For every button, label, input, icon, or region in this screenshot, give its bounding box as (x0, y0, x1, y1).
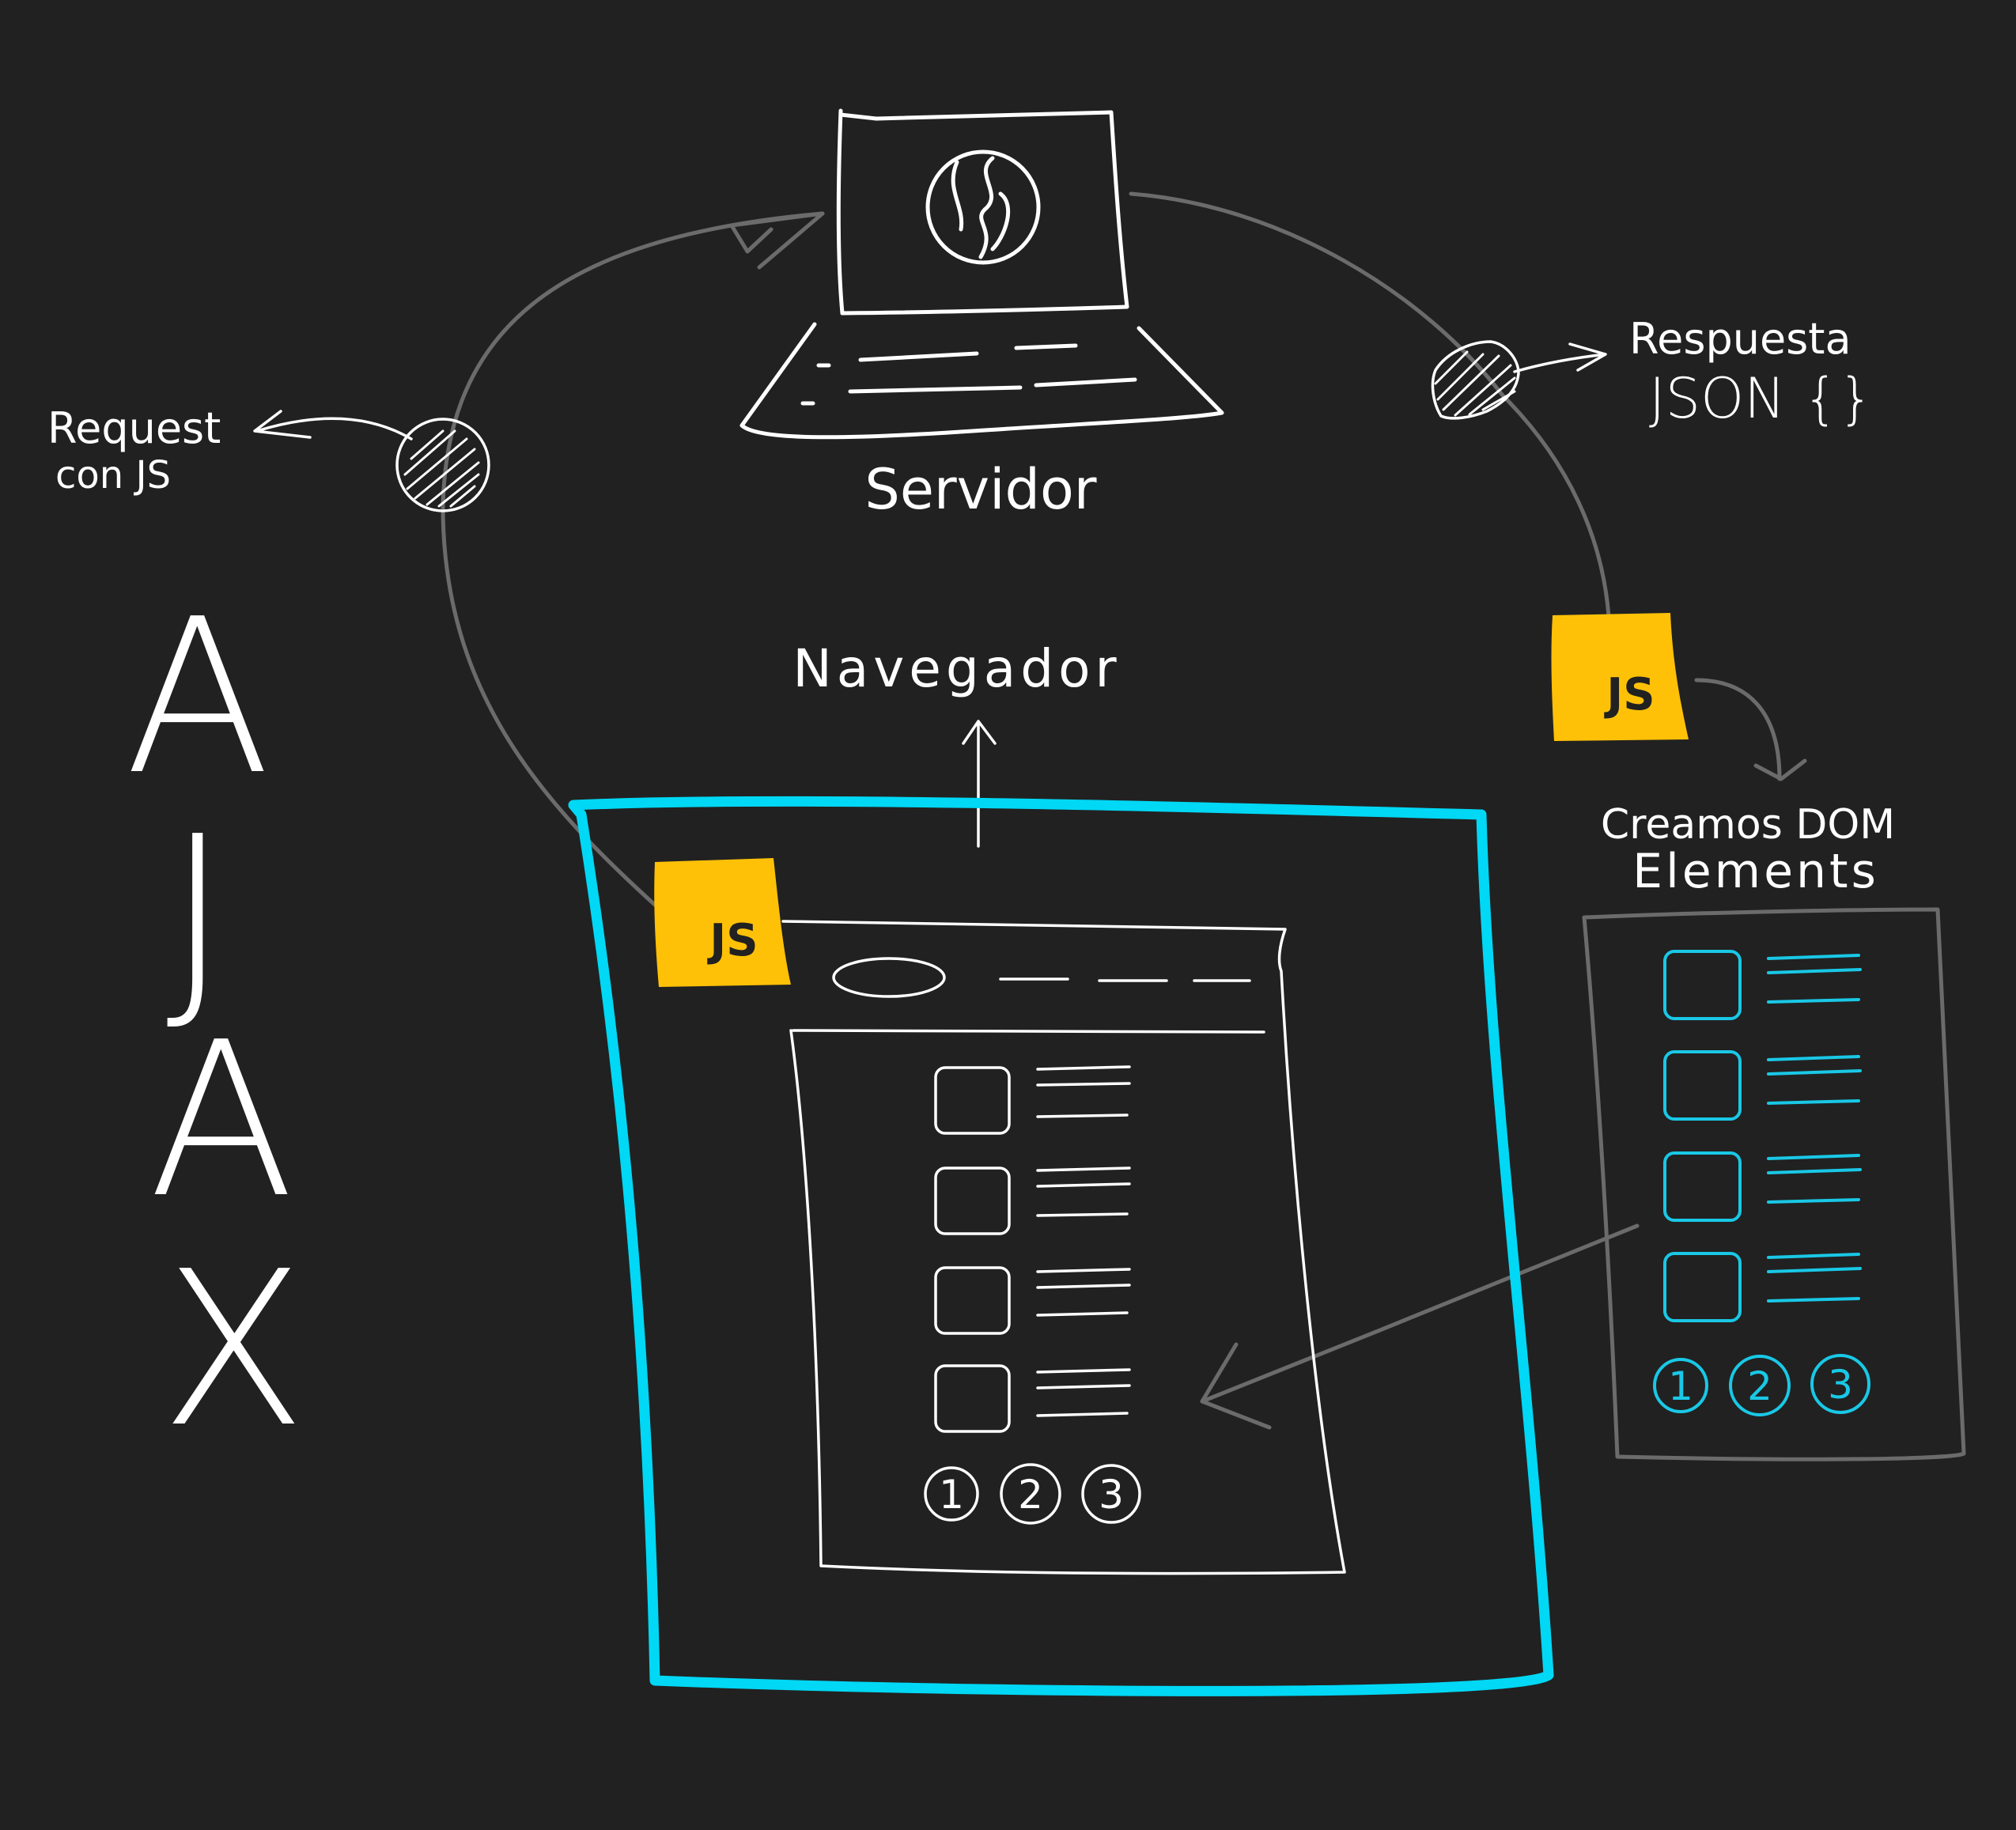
new-item-thumbnail (1663, 1252, 1742, 1322)
new-dom-elements-panel: 1 2 3 (1582, 907, 1966, 1461)
globe-icon (925, 149, 1041, 265)
new-list-item (1663, 950, 1862, 1020)
new-item-thumbnail (1663, 1151, 1742, 1222)
pagination-page-2 (1000, 1463, 1061, 1525)
item-text-lines (1036, 1065, 1131, 1118)
laptop-base (739, 322, 1224, 440)
request-label-line1: Request (47, 403, 221, 453)
new-list-item (1663, 1050, 1862, 1121)
new-item-text-lines (1767, 1253, 1862, 1303)
request-connector (441, 211, 825, 916)
response-marker (1431, 340, 1520, 420)
title-letter-x: X (161, 1225, 307, 1474)
server-laptop: Servidor (739, 108, 1224, 522)
laptop-keys (800, 343, 1137, 406)
item-text-lines (1036, 1368, 1131, 1417)
pagination-page-3 (1081, 1464, 1141, 1524)
page-nav-links (999, 977, 1251, 982)
new-item-text-lines (1767, 1055, 1862, 1105)
laptop-screen-top (838, 112, 879, 121)
response-label-line1: Respuesta (1629, 314, 1851, 364)
page-pagination: 1 2 3 (924, 1463, 1141, 1525)
browser-frame (568, 796, 1554, 1696)
request-arrowhead (729, 211, 825, 270)
new-list-item (1663, 1252, 1862, 1322)
pagination-page-1 (924, 1466, 979, 1522)
new-pagination-page-2-label: 2 (1747, 1363, 1772, 1409)
new-item-text-lines (1767, 954, 1862, 1004)
panel-outline (1582, 907, 1966, 1461)
item-thumbnail (934, 1066, 1011, 1135)
js-badge-response: JS (1551, 613, 1689, 741)
new-pagination-page-3 (1810, 1354, 1870, 1414)
response-connector (1129, 191, 1612, 631)
new-pagination-page-1-label: 1 (1668, 1363, 1693, 1409)
new-pagination: 1 2 3 (1653, 1354, 1870, 1416)
list-item (934, 1364, 1131, 1433)
new-item-text-lines (1767, 1154, 1862, 1204)
item-thumbnail (934, 1266, 1011, 1335)
insert-arrowhead (1200, 1342, 1272, 1430)
new-pagination-page-2 (1729, 1355, 1791, 1416)
item-thumbnail (934, 1364, 1011, 1433)
create-arrowhead (1753, 758, 1807, 781)
server-label: Servidor (864, 457, 1096, 522)
create-dom-label: Creamos DOM Elements (1601, 801, 1895, 899)
new-item-thumbnail (1663, 1050, 1742, 1121)
title-letter-a1: A (125, 573, 271, 822)
ajax-title: A J A X (125, 573, 307, 1474)
response-label: Respuesta JSON {} (1629, 314, 1874, 431)
browser-label-text: Navegador (792, 638, 1121, 699)
insert-connector (1200, 1223, 1640, 1404)
pagination-page-1-label: 1 (939, 1472, 964, 1518)
title-letter-j: J (166, 790, 229, 1039)
browser-page: 1 2 3 (781, 920, 1346, 1575)
pagination-page-3-label: 3 (1099, 1472, 1124, 1518)
request-label: Request con JS (47, 403, 221, 497)
connectors (253, 191, 1807, 1430)
globe-icon-continents (951, 156, 1010, 259)
js-badge-response-label: JS (1603, 669, 1655, 720)
new-item-thumbnail (1663, 950, 1742, 1020)
list-item (934, 1266, 1131, 1335)
page-header-divider (792, 1029, 1265, 1034)
create-connector (1694, 678, 1782, 781)
response-label-pointer (1513, 342, 1607, 373)
title-letter-a2: A (149, 996, 295, 1245)
list-item (934, 1166, 1131, 1235)
request-marker (395, 418, 490, 512)
new-pagination-page-1 (1653, 1358, 1708, 1413)
browser-label-arrow (962, 720, 997, 848)
response-label-line2: JSON {} (1649, 366, 1874, 431)
item-thumbnail (934, 1166, 1011, 1235)
page-logo (832, 957, 946, 998)
item-text-lines (1036, 1166, 1131, 1217)
new-list-item (1663, 1151, 1862, 1222)
create-dom-label-line2: Elements (1632, 844, 1879, 899)
js-badge-browser: JS (654, 858, 791, 987)
request-label-pointer (253, 410, 413, 440)
js-badge-browser-label: JS (706, 915, 758, 966)
browser-label: Navegador (792, 638, 1121, 848)
new-pagination-page-3-label: 3 (1828, 1362, 1853, 1408)
create-dom-label-line1: Creamos DOM (1601, 801, 1895, 849)
item-text-lines (1036, 1268, 1131, 1317)
page-outline (781, 920, 1346, 1575)
pagination-page-2-label: 2 (1018, 1472, 1043, 1518)
list-item (934, 1065, 1131, 1135)
request-label-line2: con JS (55, 453, 171, 497)
